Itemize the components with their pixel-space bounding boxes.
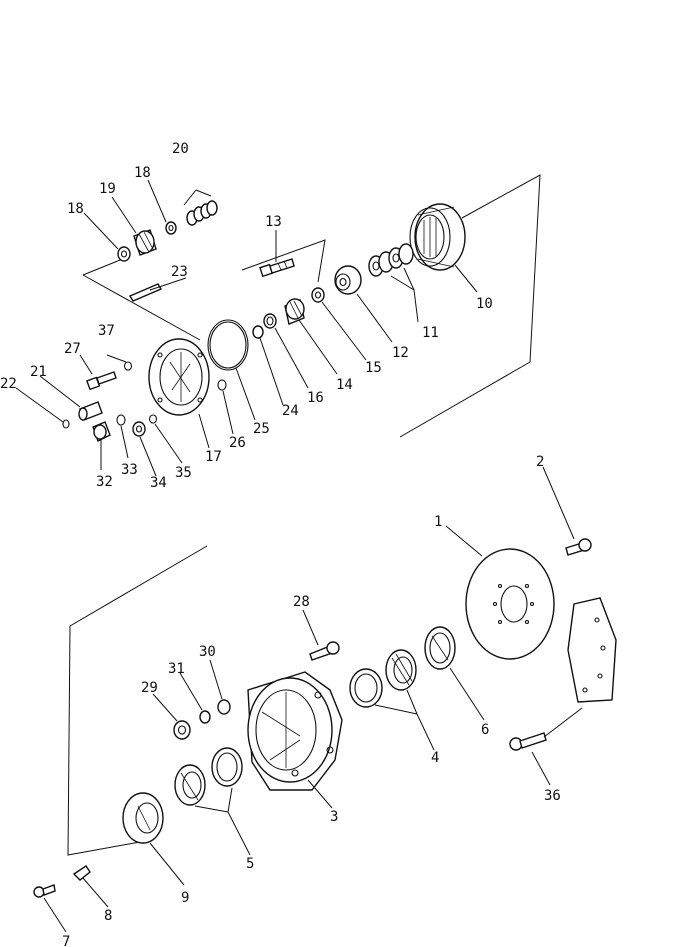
- snap-ring-part-16: [263, 313, 277, 329]
- label-part-11: 11: [422, 325, 439, 341]
- o-ring-part-35: [148, 414, 158, 424]
- bolt-part-28: [309, 641, 340, 661]
- bolt-part-36b: [509, 732, 547, 751]
- label-part-27: 27: [64, 341, 81, 357]
- spring-part-20: [186, 200, 218, 226]
- label-part-20: 20: [172, 141, 189, 157]
- washer-part-15: [311, 287, 325, 303]
- hub-housing-part-3: [247, 671, 343, 791]
- label-part-25: 25: [253, 421, 270, 437]
- bracket-part-36a: [567, 597, 617, 703]
- valve-part-19: [133, 229, 157, 256]
- bearing-cone-part-5b: [174, 764, 206, 806]
- label-part-16: 16: [307, 390, 324, 406]
- ring-part-22: [62, 419, 70, 429]
- o-ring-part-25: [207, 319, 249, 371]
- label-part-28: 28: [293, 594, 310, 610]
- bearing-cup-part-4b: [349, 668, 383, 708]
- label-part-3: 3: [330, 809, 338, 825]
- label-part-1: 1: [434, 514, 442, 530]
- label-part-18a: 18: [67, 201, 84, 217]
- washer-part-24: [252, 325, 264, 339]
- label-part-12: 12: [392, 345, 409, 361]
- label-part-36: 36: [544, 788, 561, 804]
- washer-part-37: [123, 361, 133, 371]
- grouping-lines: [67, 174, 541, 856]
- label-part-2: 2: [536, 454, 544, 470]
- label-part-30: 30: [199, 644, 216, 660]
- washer-part-30: [217, 699, 231, 715]
- plug-part-32: [92, 421, 111, 442]
- label-part-14: 14: [336, 377, 353, 393]
- carrier-part-12: [334, 265, 362, 295]
- spring-pack-part-11: [368, 243, 414, 277]
- bearing-cone-part-4a: [385, 649, 417, 691]
- bearing-cup-part-5a: [211, 747, 243, 787]
- sleeve-part-21: [78, 401, 103, 421]
- bolt-part-27: [86, 371, 117, 391]
- pinion-gear-part-14: [284, 298, 305, 325]
- washer-part-31: [199, 710, 211, 724]
- label-part-33: 33: [121, 462, 138, 478]
- label-part-8: 8: [104, 908, 112, 924]
- label-part-18b: 18: [134, 165, 151, 181]
- label-part-29: 29: [141, 680, 158, 696]
- label-part-19: 19: [99, 181, 116, 197]
- label-part-7: 7: [62, 934, 70, 947]
- flange-part-9: [122, 792, 164, 844]
- label-part-17: 17: [205, 449, 222, 465]
- label-part-4: 4: [431, 750, 439, 766]
- lock-part-8: [72, 865, 91, 881]
- washer-part-18b: [165, 221, 177, 235]
- pump-cover-part-17: [148, 338, 210, 416]
- label-part-10: 10: [476, 296, 493, 312]
- label-part-22: 22: [0, 376, 17, 392]
- label-part-32: 32: [96, 474, 113, 490]
- leader-lines: [15, 179, 583, 933]
- label-part-6: 6: [481, 722, 489, 738]
- pin-part-23: [128, 283, 163, 302]
- ring-gear-part-10: [409, 203, 466, 271]
- bolt-part-2: [565, 538, 592, 556]
- label-part-23: 23: [171, 264, 188, 280]
- label-part-15: 15: [365, 360, 382, 376]
- label-part-24: 24: [282, 403, 299, 419]
- label-part-31: 31: [168, 661, 185, 677]
- label-part-5: 5: [246, 856, 254, 872]
- disc-part-1: [465, 548, 555, 660]
- label-part-13: 13: [265, 214, 282, 230]
- bolt-part-7: [33, 884, 56, 898]
- label-part-9: 9: [181, 890, 189, 906]
- label-part-34: 34: [150, 475, 167, 491]
- bearing-part-6: [424, 626, 456, 670]
- bolt-part-13: [259, 258, 295, 278]
- callout-labels: 20 18 19 18 13 23 10 11 12 15 14 16 24 2…: [0, 141, 561, 947]
- o-ring-part-26: [217, 379, 227, 391]
- label-part-37: 37: [98, 323, 115, 339]
- label-part-26: 26: [229, 435, 246, 451]
- nut-part-29: [173, 720, 191, 740]
- o-ring-part-33: [116, 414, 126, 426]
- plug-part-18a: [117, 246, 131, 262]
- label-part-35: 35: [175, 465, 192, 481]
- label-part-21: 21: [30, 364, 47, 380]
- plug-part-34: [132, 421, 146, 437]
